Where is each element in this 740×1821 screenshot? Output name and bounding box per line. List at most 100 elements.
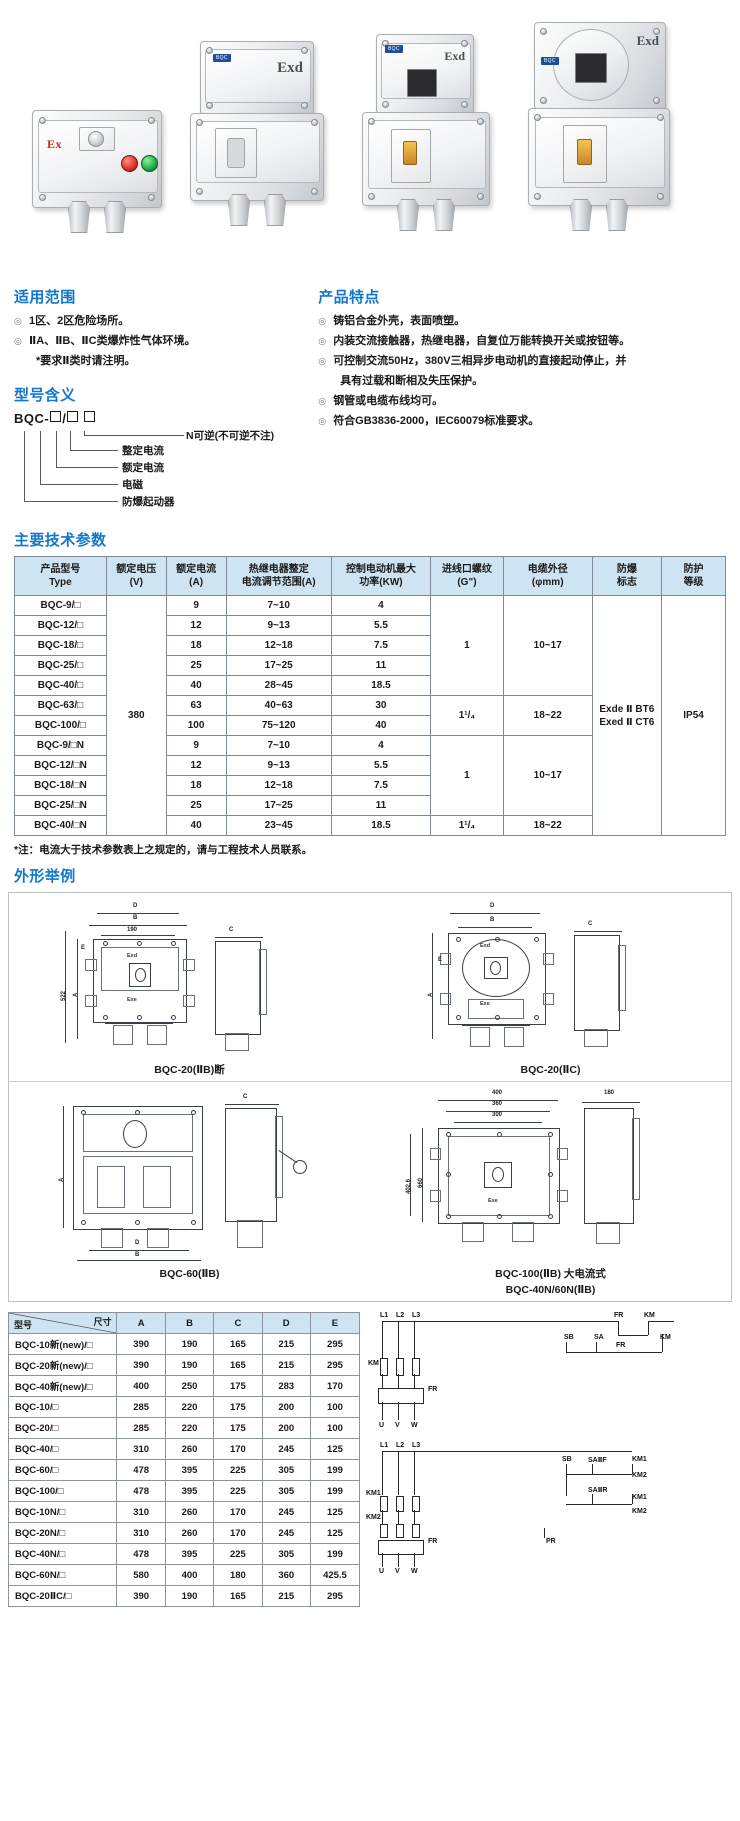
drawing-row-2: A D B C BQC-60(ⅡB): [9, 1081, 731, 1301]
dim-360: 360: [492, 1101, 503, 1107]
cell-B: 260: [164, 1438, 215, 1460]
label-W: W: [411, 1422, 418, 1429]
table-row: BQC-20/□ 285 220 175 200 100: [7, 1417, 361, 1439]
label-KM-2: KM: [660, 1334, 671, 1341]
green-push-button: [141, 155, 158, 172]
cell-current: 40: [165, 675, 227, 696]
label-FR-coil: FR: [428, 1538, 438, 1545]
table-row: BQC-40N/□ 478 395 225 305 199: [7, 1543, 361, 1565]
label-PR: PR: [546, 1538, 556, 1545]
table-row: BQC-100/□ 478 395 225 305 199: [7, 1480, 361, 1502]
label-KM1-coil: KM1: [366, 1490, 381, 1497]
label-V: V: [395, 1422, 400, 1429]
drawing-area: D B 190 Exd Exe: [15, 901, 364, 1061]
label-KM2-2: KM2: [632, 1508, 647, 1515]
table-row: BQC-40/□N 40 23~45 18.5 1¹/₄ 18~22: [14, 815, 726, 836]
list-item: 铸铝合金外壳，表面喷塑。: [318, 313, 726, 330]
cell-B: 220: [164, 1396, 215, 1418]
cell-B: 260: [164, 1501, 215, 1523]
cell-type: BQC-9/□N: [14, 735, 107, 756]
cell-D: 305: [261, 1543, 311, 1565]
dim-C: C: [588, 921, 593, 927]
mark-exd: Exd: [480, 943, 491, 949]
dim-402: 402.6: [406, 1178, 412, 1194]
cell-type: BQC-9/□: [14, 595, 107, 616]
label-L3: L3: [412, 1442, 421, 1449]
cell-model: BQC-10/□: [7, 1396, 118, 1418]
label-SA-R: SAⅡR: [588, 1487, 608, 1494]
cell-range: 12~18: [225, 635, 332, 656]
th-voltage: 额定电压 (V): [105, 556, 167, 596]
cell-current: 9: [165, 595, 227, 616]
exd-mark-label: Exd: [636, 33, 659, 48]
drawing-bqc20-iib: D B 190 Exd Exe: [9, 893, 370, 1081]
cell-C: 175: [213, 1417, 263, 1439]
cell-cable: 18~22: [502, 815, 593, 836]
ex-mark-label: Ex: [47, 137, 63, 151]
cell-current: 25: [165, 795, 227, 816]
cell-C: 225: [213, 1480, 263, 1502]
cell-A: 478: [116, 1480, 166, 1502]
drawing-caption: BQC-20(ⅡB)断: [154, 1064, 225, 1076]
cell-A: 310: [116, 1522, 166, 1544]
list-item: 符合GB3836-2000，IEC60079标准要求。: [318, 413, 726, 430]
cell-power: 5.5: [330, 755, 431, 776]
spec-title: 主要技术参数: [14, 532, 107, 549]
cell-B: 395: [164, 1543, 215, 1565]
model-label-setting-current: 整定电流: [122, 445, 164, 457]
cell-A: 400: [116, 1375, 166, 1397]
table-row: BQC-18/□N 18 12~18 7.5: [14, 775, 726, 796]
exd-mark-label: Exd: [444, 49, 465, 63]
cell-range: 17~25: [225, 655, 332, 676]
cell-D: 215: [261, 1333, 311, 1355]
outline-drawings-box: D B 190 Exd Exe: [8, 892, 732, 1302]
th-ip: 防护 等级: [661, 556, 726, 596]
model-label-reversible: N可逆(不可逆不注): [186, 430, 275, 442]
features-column: 产品特点 铸铝合金外壳，表面喷塑。 内装交流接触器，热继电器，自复位万能转换开关…: [304, 286, 726, 519]
th-C: C: [213, 1312, 263, 1334]
label-L1: L1: [380, 1442, 389, 1449]
cell-current: 63: [165, 695, 227, 716]
label-L2: L2: [396, 1442, 405, 1449]
model-slot-2: [67, 411, 79, 422]
cell-power: 7.5: [330, 635, 431, 656]
cell-C: 165: [213, 1333, 263, 1355]
dim-400: 400: [492, 1090, 503, 1096]
cell-range: 9~13: [225, 755, 332, 776]
cell-E: 425.5: [309, 1564, 361, 1586]
list-item: 钢管或电缆布线均可。: [318, 393, 726, 410]
bottom-section: 尺寸 型号 A B C D E BQC-10新(new)/□ 390 190 1…: [0, 1312, 740, 1607]
label-FR-coil: FR: [428, 1386, 438, 1393]
cell-power: 30: [330, 695, 431, 716]
cell-current: 25: [165, 655, 227, 676]
product-bqc-round-lid-starter: BQC Exd: [508, 20, 698, 250]
cell-power: 7.5: [330, 775, 431, 796]
cell-C: 225: [213, 1459, 263, 1481]
cell-model: BQC-40新(new)/□: [7, 1375, 118, 1397]
cell-type: BQC-40/□N: [14, 815, 107, 836]
cell-A: 310: [116, 1501, 166, 1523]
cell-type: BQC-18/□N: [14, 775, 107, 796]
list-item: 具有过载和断相及失压保护。: [340, 375, 484, 387]
dim-B: B: [135, 1252, 140, 1258]
model-label-electromagnetic: 电磁: [122, 479, 143, 491]
cell-E: 295: [309, 1333, 361, 1355]
label-KM2-coil: KM2: [366, 1514, 381, 1521]
scope-list: 1区、2区危险场所。 ⅡA、ⅡB、ⅡC类爆炸性气体环境。: [14, 313, 304, 350]
model-dash: -: [44, 411, 50, 426]
cell-cable: 10~17: [502, 595, 593, 696]
th-max-power: 控制电动机最大 功率(KW): [330, 556, 431, 596]
cell-model: BQC-100/□: [7, 1480, 118, 1502]
circuit-diagrams: L1 L2 L3 FR KM SB SA FR KM: [360, 1312, 732, 1607]
scope-column: 适用范围 1区、2区危险场所。 ⅡA、ⅡB、ⅡC类爆炸性气体环境。 *要求Ⅱ类时…: [14, 286, 304, 519]
mark-exd: Exd: [127, 953, 138, 959]
cell-type: BQC-63/□: [14, 695, 107, 716]
circuit-reversing: L1 L2 L3 SB SAⅡF KM1 KM2 SAⅡR KM1 KM2: [366, 1442, 732, 1582]
cell-power: 4: [330, 735, 431, 756]
label-KM1-2: KM1: [632, 1494, 647, 1501]
cell-model: BQC-20N/□: [7, 1522, 118, 1544]
cell-D: 245: [261, 1438, 311, 1460]
circuit-direct-start: L1 L2 L3 FR KM SB SA FR KM: [366, 1312, 732, 1442]
cell-E: 100: [309, 1396, 361, 1418]
cell-B: 250: [164, 1375, 215, 1397]
